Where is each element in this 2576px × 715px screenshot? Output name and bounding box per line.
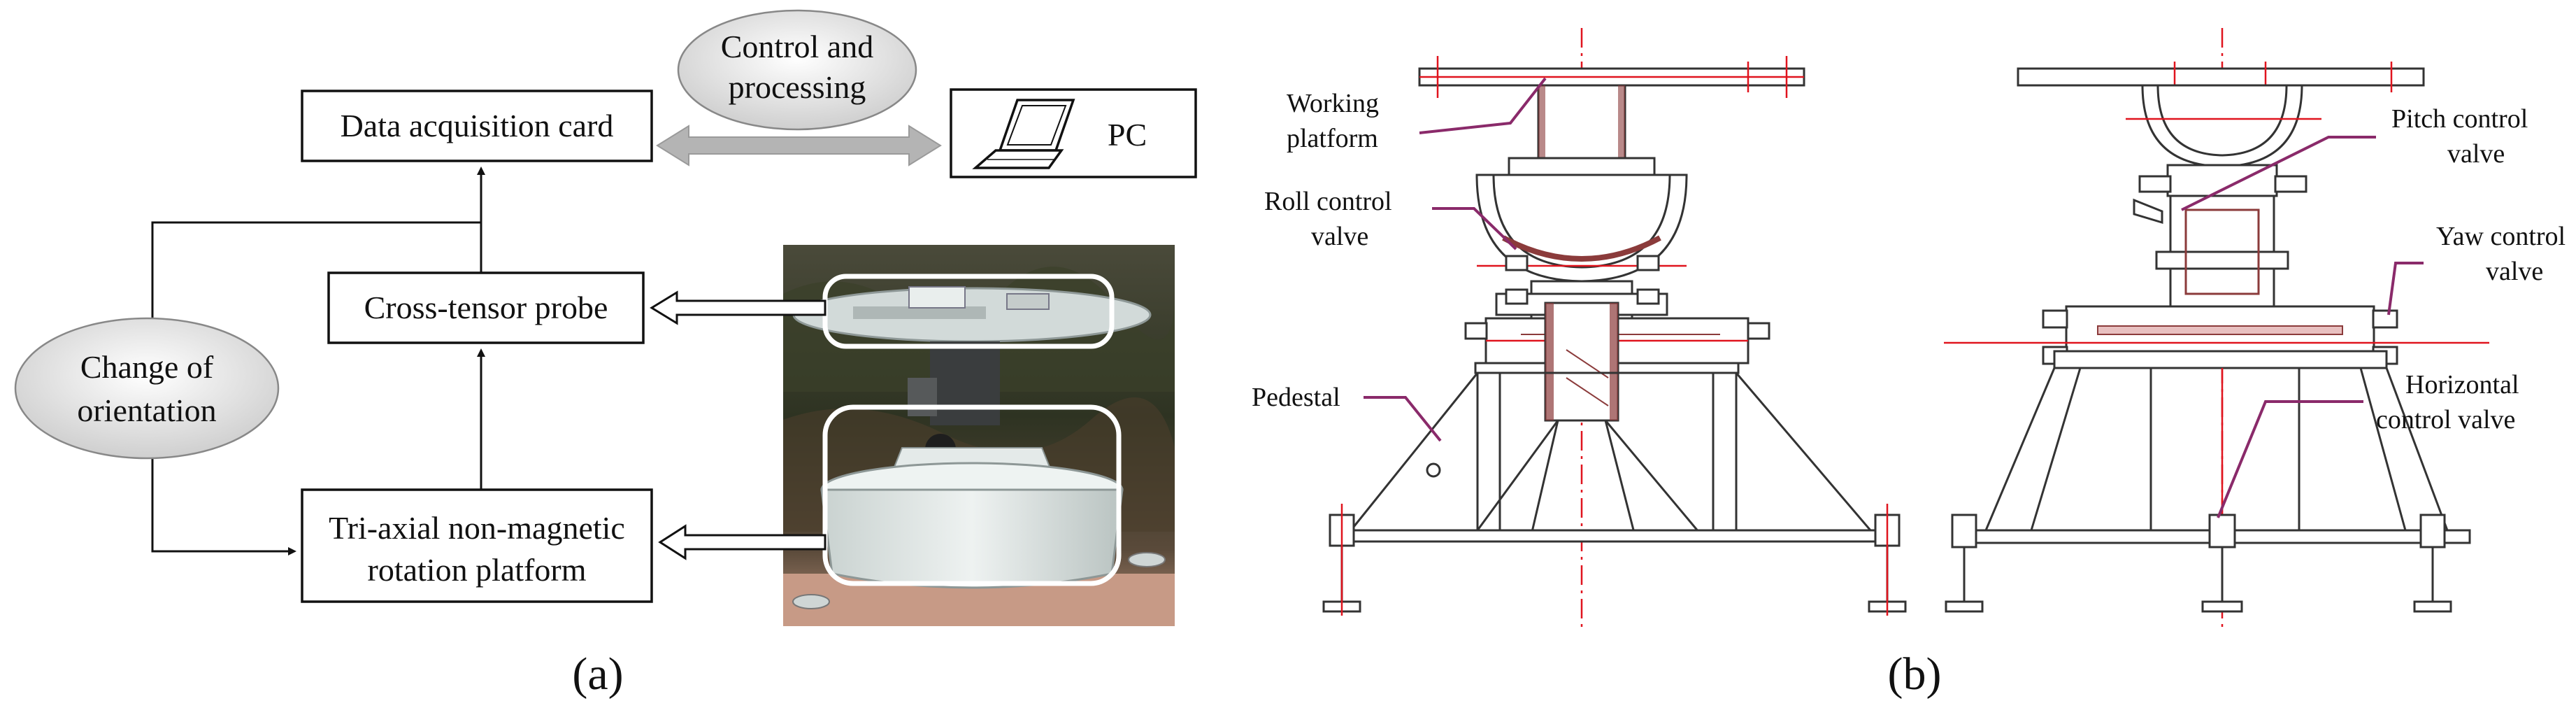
pc-box: PC (950, 88, 1197, 178)
panel-b-caption: (b) (1888, 649, 1942, 700)
platform-label-line2: rotation platform (368, 552, 587, 588)
pitch-line1: Pitch control (2391, 104, 2528, 134)
horizontal-line2: control valve (2376, 405, 2515, 434)
control-processing-ellipse: Control and processing (677, 9, 917, 131)
side-view-drawing (1944, 28, 2489, 630)
side-center-foot (2201, 514, 2243, 613)
yaw-line2: valve (2486, 257, 2543, 286)
orientation-label-line1: Change of (80, 349, 214, 385)
photo-to-platform-arrow (658, 524, 827, 560)
label-working-platform: Working platform (1287, 77, 1547, 153)
front-left-foot (1322, 504, 1361, 616)
control-label-line1: Control and (721, 29, 873, 64)
photo-of-rotation-platform (783, 245, 1175, 626)
change-orientation-ellipse: Change of orientation (14, 317, 280, 460)
platform-box: Tri-axial non-magnetic rotation platform (301, 488, 653, 603)
daq-box: Data acquisition card (301, 90, 653, 162)
roll-line2: valve (1311, 222, 1368, 251)
label-pitch-control-valve: Pitch control valve (2181, 104, 2528, 211)
yaw-line1: Yaw control (2436, 222, 2566, 251)
probe-box: Cross-tensor probe (327, 271, 645, 344)
front-right-foot (1868, 504, 1907, 616)
label-horizontal-control-valve: Horizontal control valve (2217, 370, 2519, 518)
pitch-line2: valve (2447, 139, 2505, 169)
daq-label: Data acquisition card (341, 108, 614, 143)
photo-to-probe-arrow (650, 290, 827, 325)
orientation-label-line2: orientation (77, 392, 216, 428)
label-yaw-control-valve: Yaw control valve (2387, 222, 2566, 316)
control-label-line2: processing (729, 69, 866, 105)
front-view-drawing (1322, 28, 1907, 630)
pedestal-label: Pedestal (1252, 383, 1340, 412)
laptop-icon (972, 99, 1075, 169)
label-pedestal: Pedestal (1252, 383, 1442, 442)
working-platform-line2: platform (1287, 124, 1378, 153)
horizontal-line1: Horizontal (2405, 370, 2519, 399)
probe-label: Cross-tensor probe (364, 290, 608, 325)
pc-label: PC (1108, 117, 1147, 153)
panel-a: Data acquisition card PC Control and pro… (14, 9, 1197, 700)
side-left-foot (1945, 514, 1984, 613)
panel-b: Working platform Roll control valve Pede… (1252, 28, 2566, 700)
platform-label-line1: Tri-axial non-magnetic (329, 510, 625, 546)
control-double-arrow (656, 125, 942, 167)
working-platform-line1: Working (1287, 89, 1379, 118)
side-right-foot (2413, 514, 2452, 613)
roll-line1: Roll control (1264, 187, 1392, 216)
panel-a-caption: (a) (572, 649, 623, 700)
label-roll-control-valve: Roll control valve (1264, 187, 1517, 251)
